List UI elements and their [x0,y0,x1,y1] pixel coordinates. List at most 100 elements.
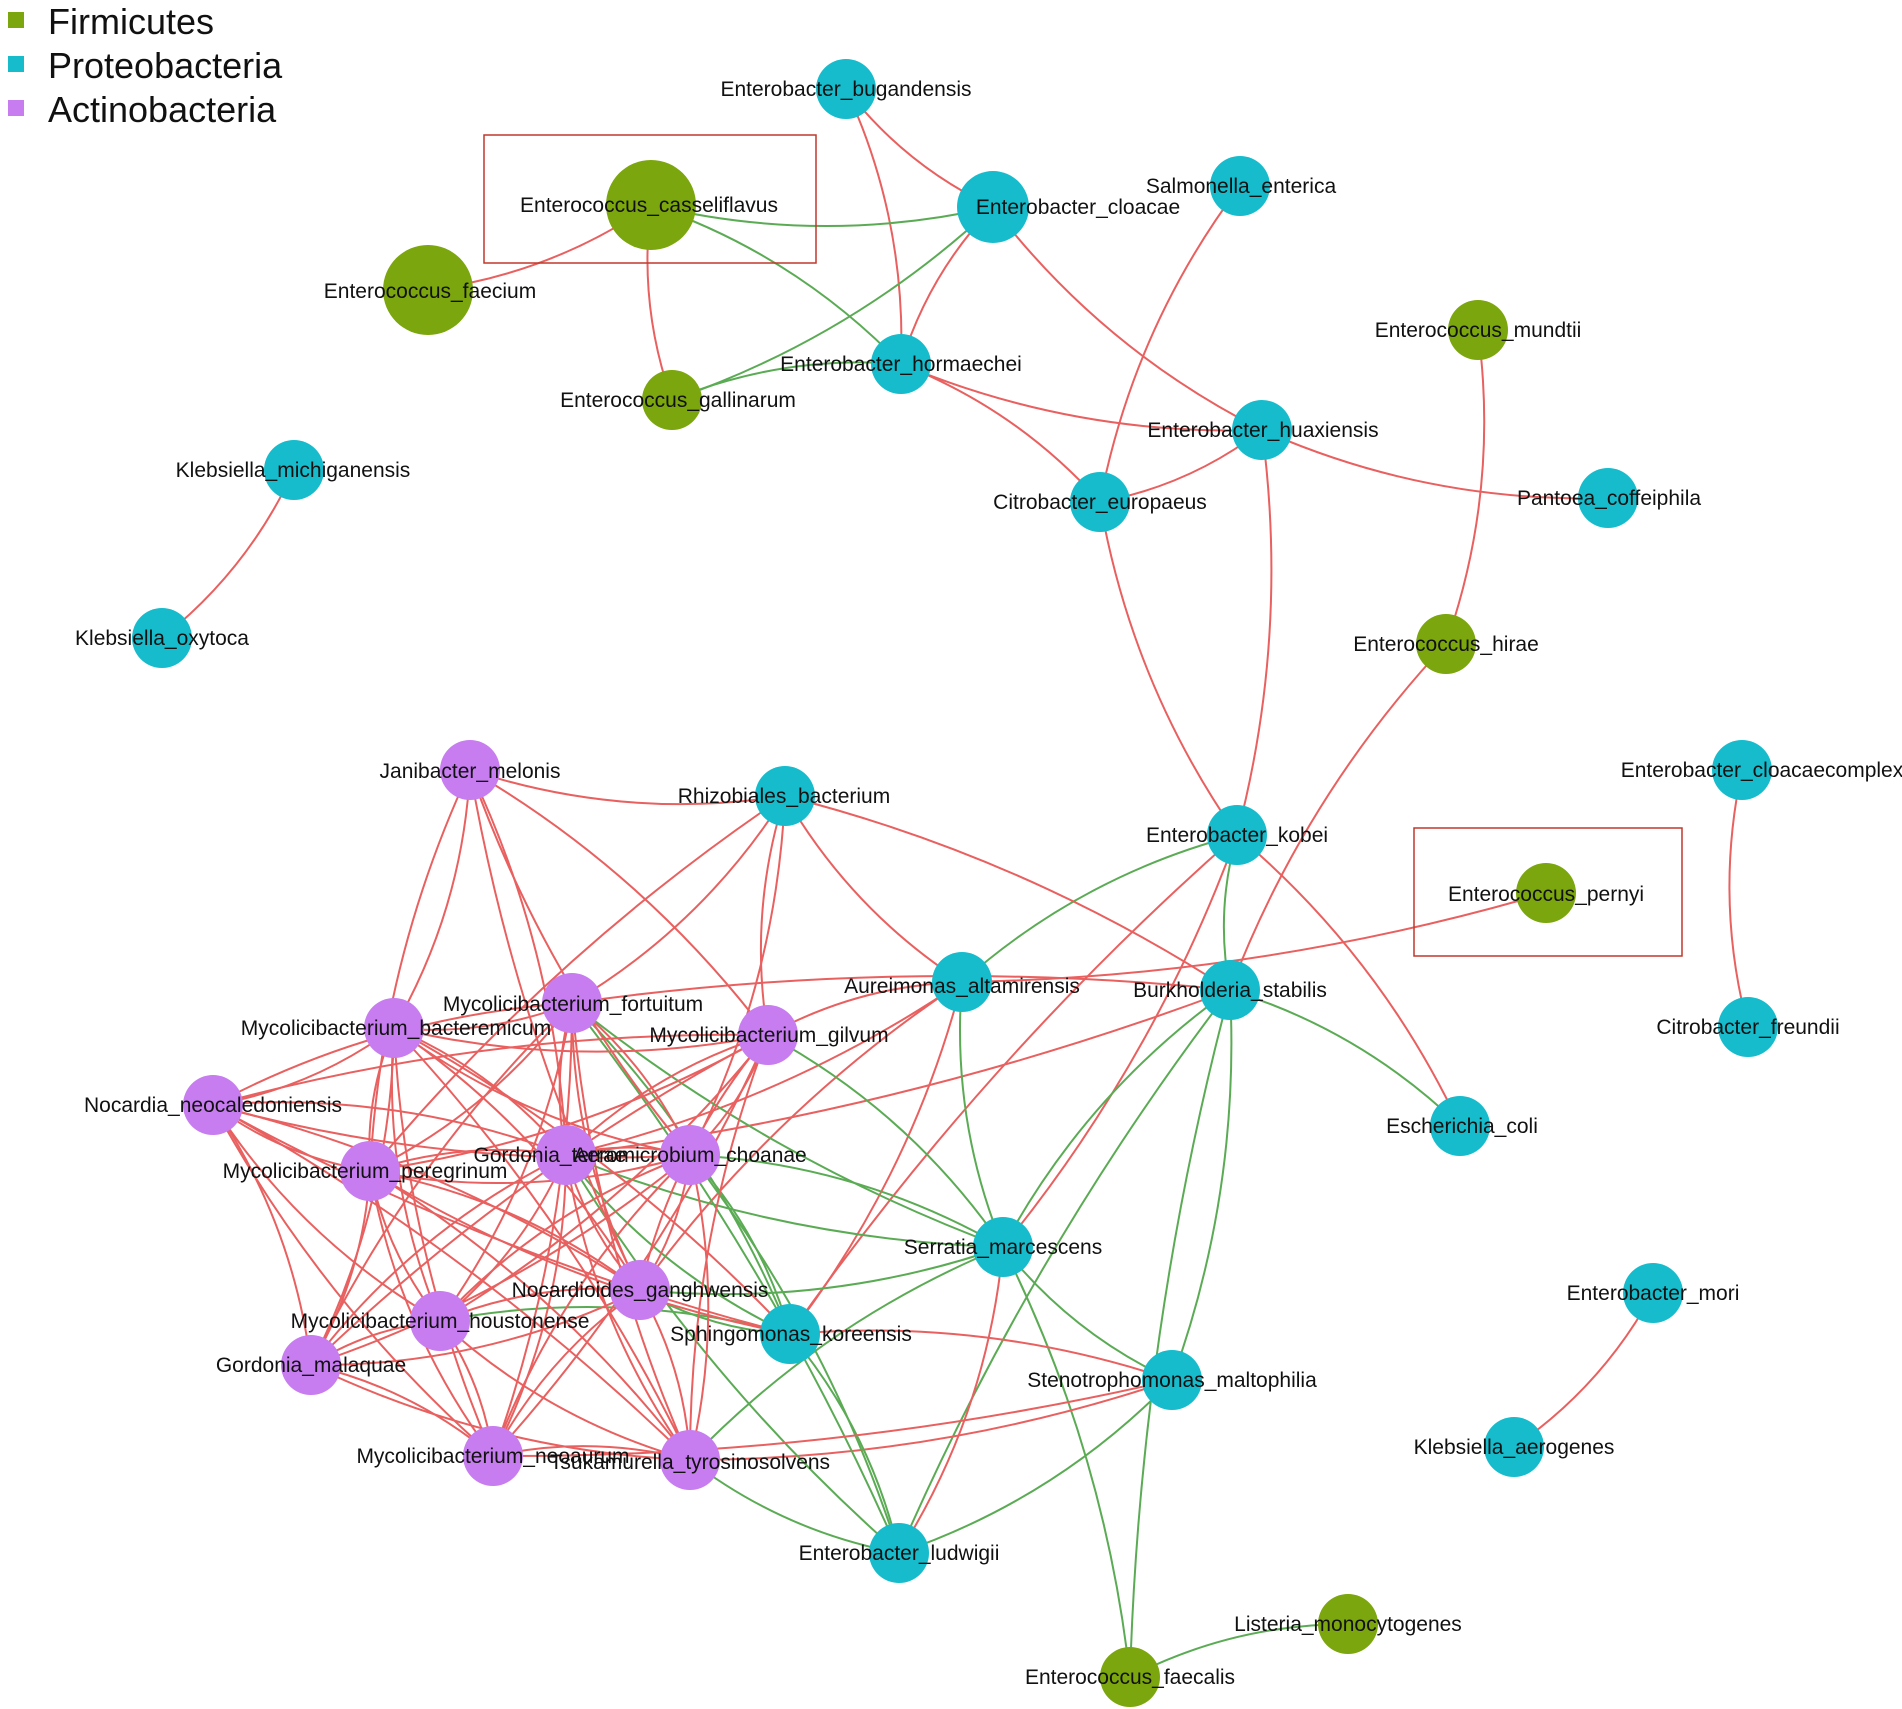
node-mycolicibacterium-gilvum [738,1005,798,1065]
edge-mycolicibacterium-houstonense--tsukamurella-tyrosinosolvens [439,1320,691,1461]
node-enterobacter-cloacae [957,171,1029,243]
node-janibacter-melonis [440,740,500,800]
edge-nocardia-neocaledoniensis--tsukamurella-tyrosinosolvens [212,1104,691,1461]
edge-rhizobiales-bacterium--aureimonas-altamirensis [784,795,963,983]
node-enterococcus-faecium [383,245,473,335]
edge-janibacter-melonis--aeromicrobium-choanae [469,769,691,1156]
edge-nocardia-neocaledoniensis--mycolicibacterium-neoaurum [212,1104,494,1457]
edge-stenotrophomonas-maltophilia--sphingomonas-koreensis [789,1329,1173,1381]
edge-mycolicibacterium-bacteremicum--tsukamurella-tyrosinosolvens [393,1027,691,1461]
edge-sphingomonas-koreensis--mycolicibacterium-bacteremicum [393,1027,791,1335]
node-enterococcus-gallinarum [642,370,702,430]
edge-janibacter-melonis--mycolicibacterium-peregrinum [369,769,471,1172]
edge-enterococcus-casseliflavus--enterobacter-cloacae [650,204,994,227]
edge-serratia-marcescens--mycolicibacterium-gilvum [767,1034,1004,1248]
node-enterobacter-bugandensis [816,59,876,119]
edge-mycolicibacterium-peregrinum--aeromicrobium-choanae [369,1154,691,1184]
edge-enterobacter-cloacae--enterobacter-huaxiensis [992,206,1263,431]
node-label-enterococcus-pernyi: Enterococcus_pernyi [1448,883,1644,906]
legend-swatch-firmicutes [8,12,24,28]
edge-rhizobiales-bacterium--aeromicrobium-choanae [689,795,786,1156]
node-gordonia-terrae [536,1125,596,1185]
edge-enterobacter-kobei--escherichia-coli [1236,834,1461,1127]
label-layer: Enterobacter_bugandensisEnterococcus_cas… [75,78,1902,1689]
node-enterococcus-casseliflavus [606,160,696,250]
node-enterobacter-mori [1623,1263,1683,1323]
edge-enterococcus-faecalis--burkholderia-stabilis [1129,989,1231,1678]
node-tsukamurella-tyrosinosolvens [660,1430,720,1490]
edge-salmonella-enterica--citrobacter-europaeus [1099,185,1241,503]
node-enterococcus-faecalis [1100,1647,1160,1707]
legend-swatch-proteobacteria [8,56,24,72]
node-label-nocardia-neocaledoniensis: Nocardia_neocaledoniensis [84,1094,342,1117]
node-label-mycolicibacterium-bacteremicum: Mycolicibacterium_bacteremicum [241,1017,551,1040]
edge-sphingomonas-koreensis--enterobacter-ludwigii [789,1333,900,1554]
node-label-klebsiella-michiganensis: Klebsiella_michiganensis [176,459,411,482]
node-stenotrophomonas-maltophilia [1142,1350,1202,1410]
node-label-listeria-monocytogenes: Listeria_monocytogenes [1234,1613,1462,1636]
edge-mycolicibacterium-gilvum--mycolicibacterium-houstonense [439,1034,769,1322]
node-aureimonas-altamirensis [932,952,992,1012]
legend-label-firmicutes: Firmicutes [48,1,214,42]
edge-mycolicibacterium-neoaurum--stenotrophomonas-maltophilia [492,1379,1173,1458]
legend-label-proteobacteria: Proteobacteria [48,45,283,86]
node-label-mycolicibacterium-neoaurum: Mycolicibacterium_neoaurum [356,1445,629,1468]
node-label-enterobacter-hormaechei: Enterobacter_hormaechei [780,353,1022,376]
node-label-enterococcus-gallinarum: Enterococcus_gallinarum [560,389,796,412]
edge-mycolicibacterium-peregrinum--nocardioides-ganghwensis [369,1170,641,1291]
edge-burkholderia-stabilis--escherichia-coli [1229,989,1461,1127]
edge-serratia-marcescens--stenotrophomonas-maltophilia [1002,1246,1173,1381]
edge-gordonia-terrae--gordonia-malaquae [310,1154,567,1366]
node-enterobacter-kobei [1207,805,1267,865]
edge-rhizobiales-bacterium--mycolicibacterium-gilvum [759,795,786,1036]
node-klebsiella-michiganensis [264,440,324,500]
node-label-stenotrophomonas-maltophilia: Stenotrophomonas_maltophilia [1027,1369,1317,1392]
edge-mycolicibacterium-peregrinum--tsukamurella-tyrosinosolvens [369,1170,691,1461]
edge-mycolicibacterium-gilvum--tsukamurella-tyrosinosolvens [688,1034,769,1461]
node-klebsiella-oxytoca [132,608,192,668]
node-enterobacter-hormaechei [871,334,931,394]
edge-rhizobiales-bacterium--janibacter-melonis [469,769,786,806]
node-enterobacter-ludwigii [869,1523,929,1583]
edge-burkholderia-stabilis--gordonia-terrae [565,989,1231,1156]
node-klebsiella-aerogenes [1484,1417,1544,1477]
edge-enterobacter-hormaechei--citrobacter-europaeus [900,363,1101,503]
node-citrobacter-freundii [1718,997,1778,1057]
edge-aeromicrobium-choanae--gordonia-malaquae [310,1154,691,1366]
node-enterobacter-cloacaecomplexsp [1712,740,1772,800]
edge-burkholderia-stabilis--enterobacter-ludwigii [898,989,1231,1554]
edge-nocardia-neocaledoniensis--gordonia-terrae [212,1101,567,1156]
edge-mycolicibacterium-gilvum--mycolicibacterium-neoaurum [492,1034,769,1457]
node-layer [132,59,1778,1707]
node-label-aureimonas-altamirensis: Aureimonas_altamirensis [844,975,1080,998]
edge-enterobacter-bugandensis--enterobacter-hormaechei [845,88,903,365]
node-label-enterobacter-kobei: Enterobacter_kobei [1146,824,1328,847]
node-enterococcus-mundtii [1448,300,1508,360]
node-label-enterobacter-cloacaecomplexsp: Enterobacter_cloacaecomplexsp. [1621,759,1902,782]
edge-enterobacter-ludwigii--mycolicibacterium-fortuitum [571,1002,900,1554]
edge-aeromicrobium-choanae--mycolicibacterium-houstonense [439,1154,691,1322]
edge-burkholderia-stabilis--stenotrophomonas-maltophilia [1171,989,1233,1381]
edge-enterococcus-pernyi--aureimonas-altamirensis [961,892,1547,983]
edge-enterobacter-cloacaecomplexsp--citrobacter-freundii [1728,769,1749,1028]
node-label-gordonia-malaquae: Gordonia_malaquae [216,1354,406,1377]
node-label-serratia-marcescens: Serratia_marcescens [904,1236,1102,1259]
edge-janibacter-melonis--mycolicibacterium-gilvum [469,769,769,1036]
node-label-mycolicibacterium-houstonense: Mycolicibacterium_houstonense [291,1310,590,1333]
node-nocardioides-ganghwensis [610,1260,670,1320]
node-label-mycolicibacterium-gilvum: Mycolicibacterium_gilvum [649,1024,888,1047]
edge-aeromicrobium-choanae--mycolicibacterium-neoaurum [492,1154,691,1457]
edge-enterobacter-kobei--serratia-marcescens [1002,834,1238,1248]
edge-enterobacter-huaxiensis--pantoea-coffeiphila [1261,429,1609,500]
legend-swatch-actinobacteria [8,100,24,116]
node-label-enterococcus-faecalis: Enterococcus_faecalis [1025,1666,1235,1689]
edge-burkholderia-stabilis--serratia-marcescens [1002,989,1231,1248]
node-serratia-marcescens [973,1217,1033,1277]
edge-janibacter-melonis--gordonia-terrae [469,769,567,1156]
node-label-escherichia-coli: Escherichia_coli [1386,1115,1538,1138]
edge-serratia-marcescens--enterobacter-ludwigii [898,1246,1004,1554]
edge-sphingomonas-koreensis--gordonia-terrae [565,1154,791,1335]
edge-serratia-marcescens--nocardioides-ganghwensis [639,1246,1004,1296]
node-label-enterobacter-huaxiensis: Enterobacter_huaxiensis [1147,419,1378,442]
edge-burkholderia-stabilis--mycolicibacterium-fortuitum [571,974,1231,1004]
